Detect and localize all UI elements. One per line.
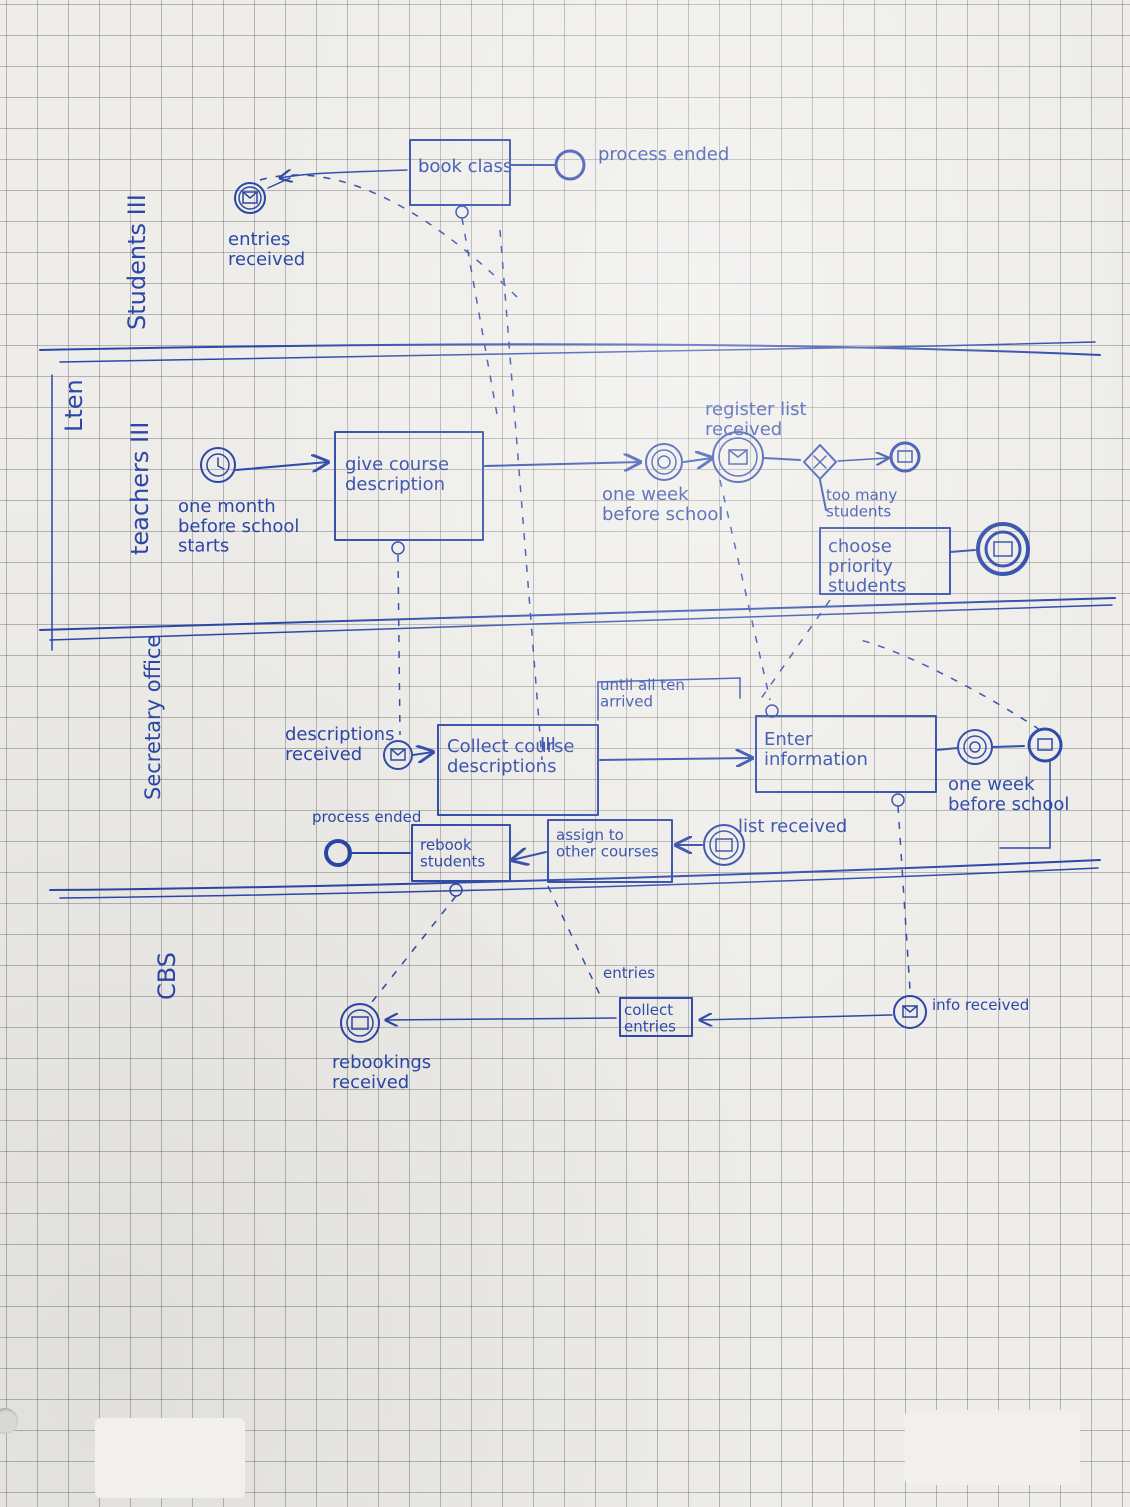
timer-secretary-one-week (957, 729, 993, 765)
message-end-event-choose (976, 522, 1030, 576)
timer-intermediate-one-week (645, 443, 683, 481)
label-students-process-ended: process ended (598, 144, 729, 165)
flow-desc-to-collect (412, 752, 433, 755)
flow-timer-to-msg (992, 745, 1025, 748)
flow-collect-to-enter (599, 758, 752, 760)
flow-info-to-collect (700, 1015, 893, 1020)
label-list-received: list received (738, 816, 847, 837)
redacted-area-left (95, 1418, 245, 1498)
flow-msg-to-gateway (763, 457, 801, 461)
flow-choose-to-end (949, 549, 976, 553)
timer-start-event (200, 447, 236, 483)
lane-divider-secretary-cbs-2 (59, 867, 1099, 899)
message-flow-secretary-to-teachers (859, 639, 1041, 731)
lane-label-teachers-side: Lten (60, 379, 88, 432)
flow-give-to-timer (484, 462, 640, 466)
flow-timer-to-msg (683, 458, 712, 462)
message-flow-book-to-teachers (461, 217, 499, 421)
flow-gateway-to-end (837, 458, 888, 461)
label-info-received: info received (932, 996, 1029, 1014)
message-flow-give-to-descriptions (397, 554, 401, 736)
lane-divider-teachers-secretary (39, 597, 1116, 631)
task-choose-priority-students (819, 527, 951, 595)
task-collect-entries (619, 997, 693, 1037)
binder-hole (0, 1408, 18, 1434)
task-enter-information (755, 715, 937, 793)
flow-enter-to-timer (935, 747, 959, 751)
message-event-register-list (712, 431, 764, 483)
multi-instance-marker: III (540, 734, 556, 755)
flow-collect-to-rebookings (386, 1018, 617, 1020)
message-flow-register-to-enter (719, 479, 771, 701)
task-book-class (409, 139, 511, 206)
label-secretary-process-ended: process ended (312, 808, 421, 826)
data-association-dot (891, 793, 905, 807)
loop-annotation-bracket (597, 677, 741, 721)
lane-label-students: Students III (123, 194, 151, 330)
message-end-event (889, 441, 921, 473)
flow-timer-to-give (235, 462, 328, 470)
message-event-info-received (893, 995, 927, 1029)
task-assign-to-other-courses (547, 819, 673, 883)
message-flow-students-to-collect (499, 229, 543, 761)
task-rebook-students (411, 824, 511, 882)
lane-label-teachers: teachers III (126, 422, 154, 555)
message-flow-enter-to-info (897, 805, 911, 991)
flow-gateway-to-choose (819, 479, 827, 511)
lane-label-cbs: CBS (153, 952, 181, 1000)
message-end-event-secretary (1027, 727, 1063, 763)
data-association-dot (391, 541, 405, 555)
message-event-entries-received (234, 182, 266, 214)
task-give-course-description (334, 431, 484, 541)
end-event-secretary-process-ended (324, 839, 352, 867)
message-event-descriptions-received (383, 740, 413, 770)
message-event-list-received (703, 824, 745, 866)
data-association-dot (765, 704, 779, 718)
message-flow-assign-to-collect-entries (547, 885, 601, 996)
label-entries-note: entries (603, 964, 655, 982)
end-event-process-ended (554, 149, 586, 181)
flow-stub (267, 177, 291, 189)
task-collect-course-descriptions (437, 724, 599, 816)
message-flow-students-loop (259, 174, 521, 301)
lane-divider-students-teachers (39, 343, 1101, 356)
message-flow-rebook-to-rebookings (371, 895, 457, 1003)
flow-entries-to-book (280, 170, 408, 178)
flow-side-return (999, 761, 1051, 849)
task-book-class-label: book class (418, 156, 512, 177)
message-flow-choose-to-enter (759, 599, 831, 701)
flow-assign-to-rebook (512, 852, 547, 860)
lane-label-secretary: Secretary office (141, 635, 165, 800)
lane-divider-teachers-secretary-2 (49, 604, 1113, 641)
redacted-area-right (905, 1410, 1080, 1485)
data-association-dot (455, 205, 469, 219)
lane-divider-secretary-cbs (49, 859, 1101, 891)
message-event-rebookings-received (340, 1003, 380, 1043)
gateway-x-marker (813, 455, 827, 469)
